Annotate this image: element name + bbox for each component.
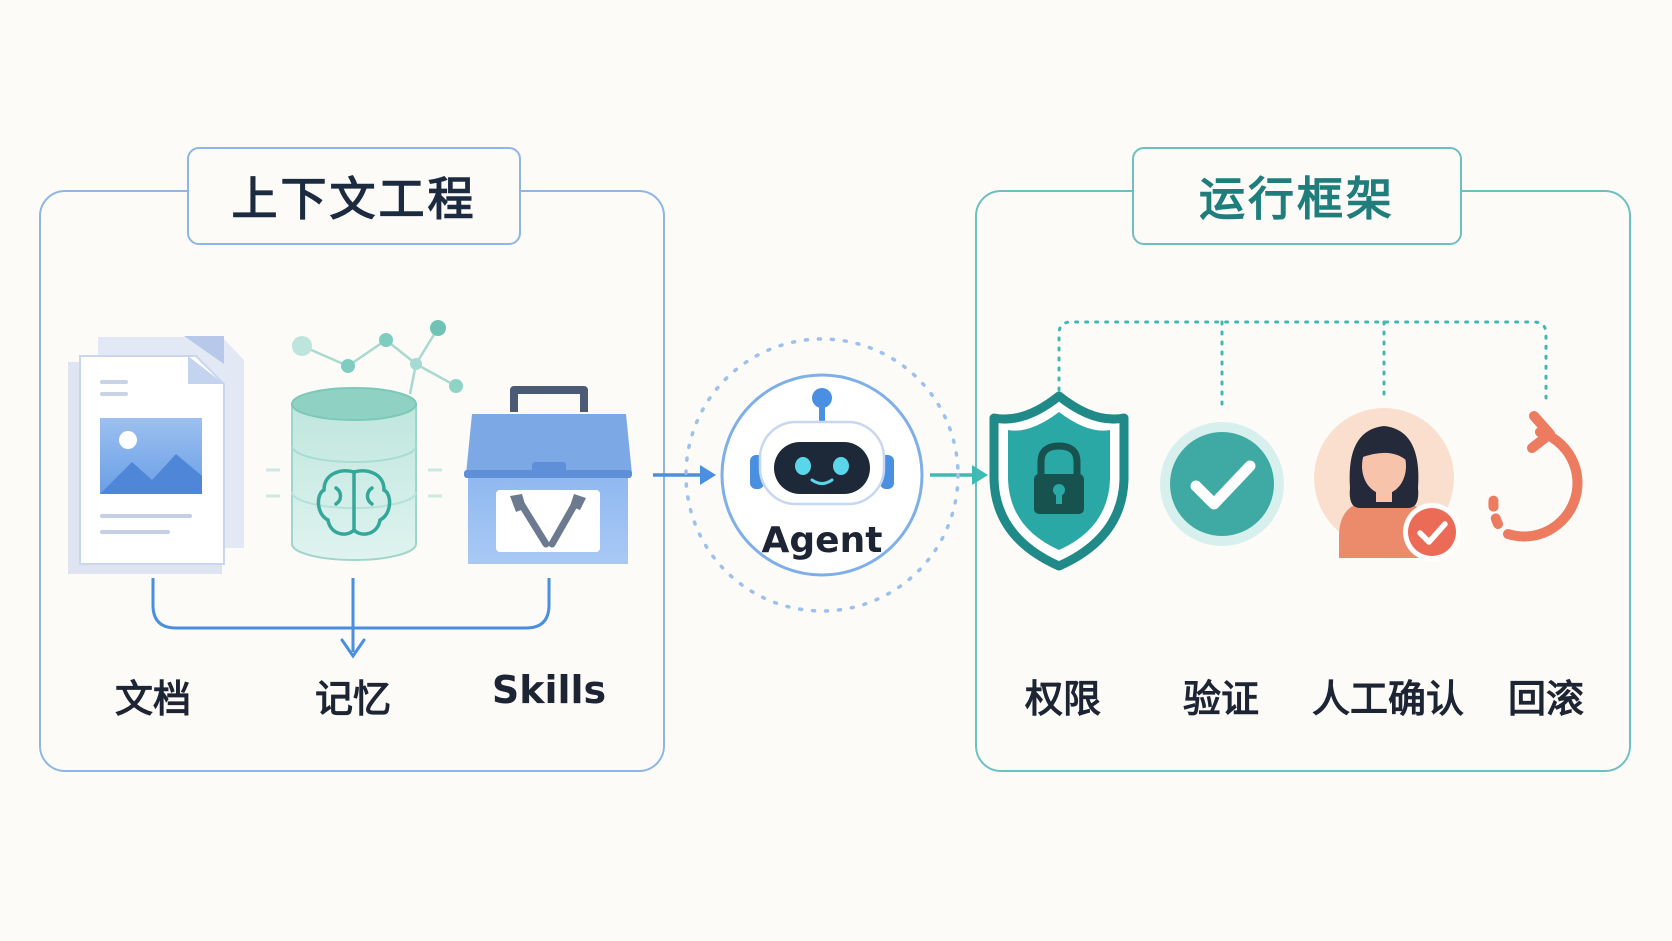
rollback-arrow-icon: [1488, 411, 1583, 542]
runtime-framework-title: 运行框架: [1132, 147, 1462, 245]
label-permissions: 权限: [1024, 677, 1101, 721]
context-engineering-title: 上下文工程: [187, 147, 521, 245]
label-verification: 验证: [1182, 677, 1259, 721]
label-memory: 记忆: [314, 677, 391, 721]
label-skills: Skills: [491, 668, 607, 712]
document-icon: [68, 336, 244, 574]
shield-lock-icon: [989, 391, 1129, 571]
check-circle-icon: [1160, 422, 1284, 546]
agent-label: Agent: [761, 520, 883, 561]
label-docs: 文档: [114, 677, 191, 721]
robot-icon: [684, 337, 960, 613]
memory-database-icon: [266, 320, 463, 561]
toolbox-icon: [464, 386, 632, 564]
human-approval-icon: [1314, 408, 1461, 561]
label-rollback: 回滚: [1507, 677, 1584, 721]
runtime-dotted-connector: [1057, 320, 1548, 412]
label-human-confirmation: 人工确认: [1311, 677, 1464, 721]
